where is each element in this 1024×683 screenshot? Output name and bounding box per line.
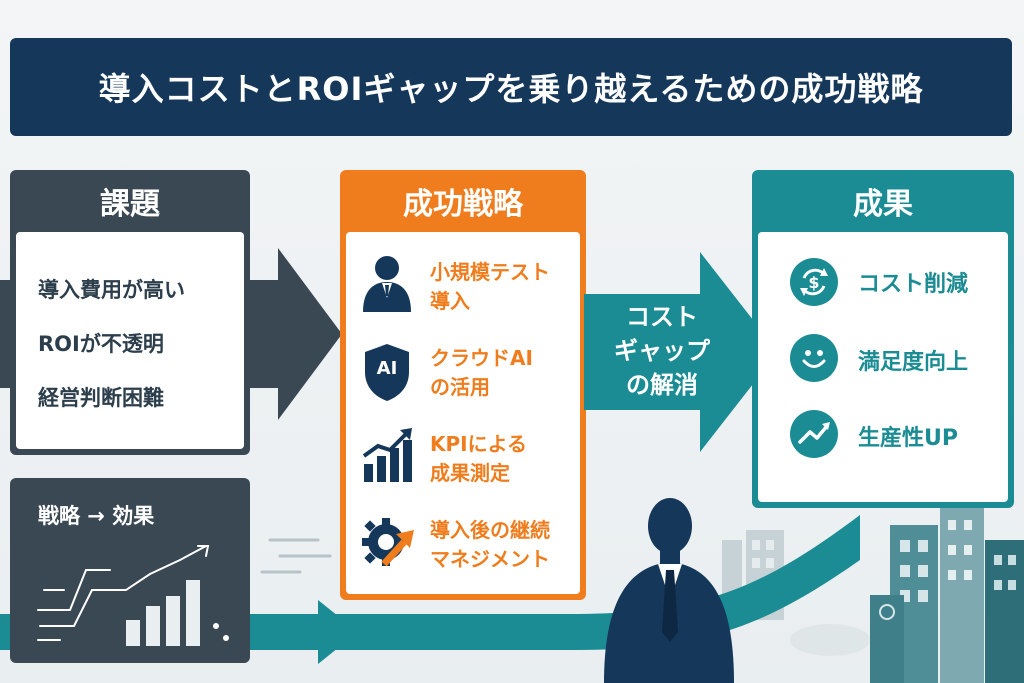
issues-panel: 課題 導入費用が高い ROIが不透明 経営判断困難 (10, 170, 250, 455)
results-heading: 成果 (853, 187, 913, 222)
strategy-effect-label: 戦略 → 効果 (38, 504, 155, 528)
strategy-item: 導入後の継続 マネジメント (430, 518, 550, 571)
flow-arrowhead (318, 600, 358, 664)
svg-text:$: $ (808, 273, 819, 292)
issue-item: ROIが不透明 (38, 332, 164, 356)
issues-body: 導入費用が高い ROIが不透明 経営判断困難 (16, 232, 244, 449)
person-icon (363, 256, 411, 312)
results-panel: 成果 $ コスト削減 満足度向上 生産 (752, 170, 1014, 508)
results-body: $ コスト削減 満足度向上 生産性UP (758, 232, 1008, 502)
trend-up-icon (790, 410, 838, 458)
strategy-item: 小規模テスト 導入 (430, 260, 550, 313)
result-item: 満足度向上 (858, 350, 969, 375)
gap-arrow (584, 252, 778, 452)
strategy-item: クラウドAI の活用 (430, 346, 533, 399)
city-skyline-icon (722, 505, 1024, 683)
result-item: 生産性UP (858, 426, 958, 451)
ai-shield-icon (365, 344, 409, 401)
title-banner: 導入コストとROIギャップを乗り越えるための成功戦略 (10, 38, 1012, 136)
gear-arrow-icon (362, 518, 414, 567)
strategy-effect-panel: 戦略 → 効果 (10, 478, 250, 663)
strategy-body: 小規模テスト 導入 AI クラウドAI の活用 KPIによる 成果測定 (346, 232, 580, 594)
ai-badge: AI (376, 358, 398, 379)
bar-chart-icon (37, 545, 229, 646)
issue-item: 経営判断困難 (38, 386, 164, 410)
strategy-panel: 成功戦略 小規模テスト 導入 AI クラウドAI の活用 (340, 170, 586, 600)
strategy-item: KPIによる 成果測定 (430, 432, 527, 485)
issues-heading: 課題 (100, 187, 160, 222)
growth-chart-icon (362, 428, 412, 482)
issue-item: 導入費用が高い (38, 278, 185, 302)
result-item: コスト削減 (858, 272, 969, 297)
dollar-cycle-icon: $ (790, 258, 838, 306)
gap-arrow-text: コスト ギャップ の解消 (614, 303, 710, 399)
page-title: 導入コストとROIギャップを乗り越えるための成功戦略 (98, 70, 924, 108)
smile-icon (790, 334, 838, 382)
strategy-heading: 成功戦略 (403, 187, 523, 222)
businessman-silhouette-icon (604, 498, 734, 683)
